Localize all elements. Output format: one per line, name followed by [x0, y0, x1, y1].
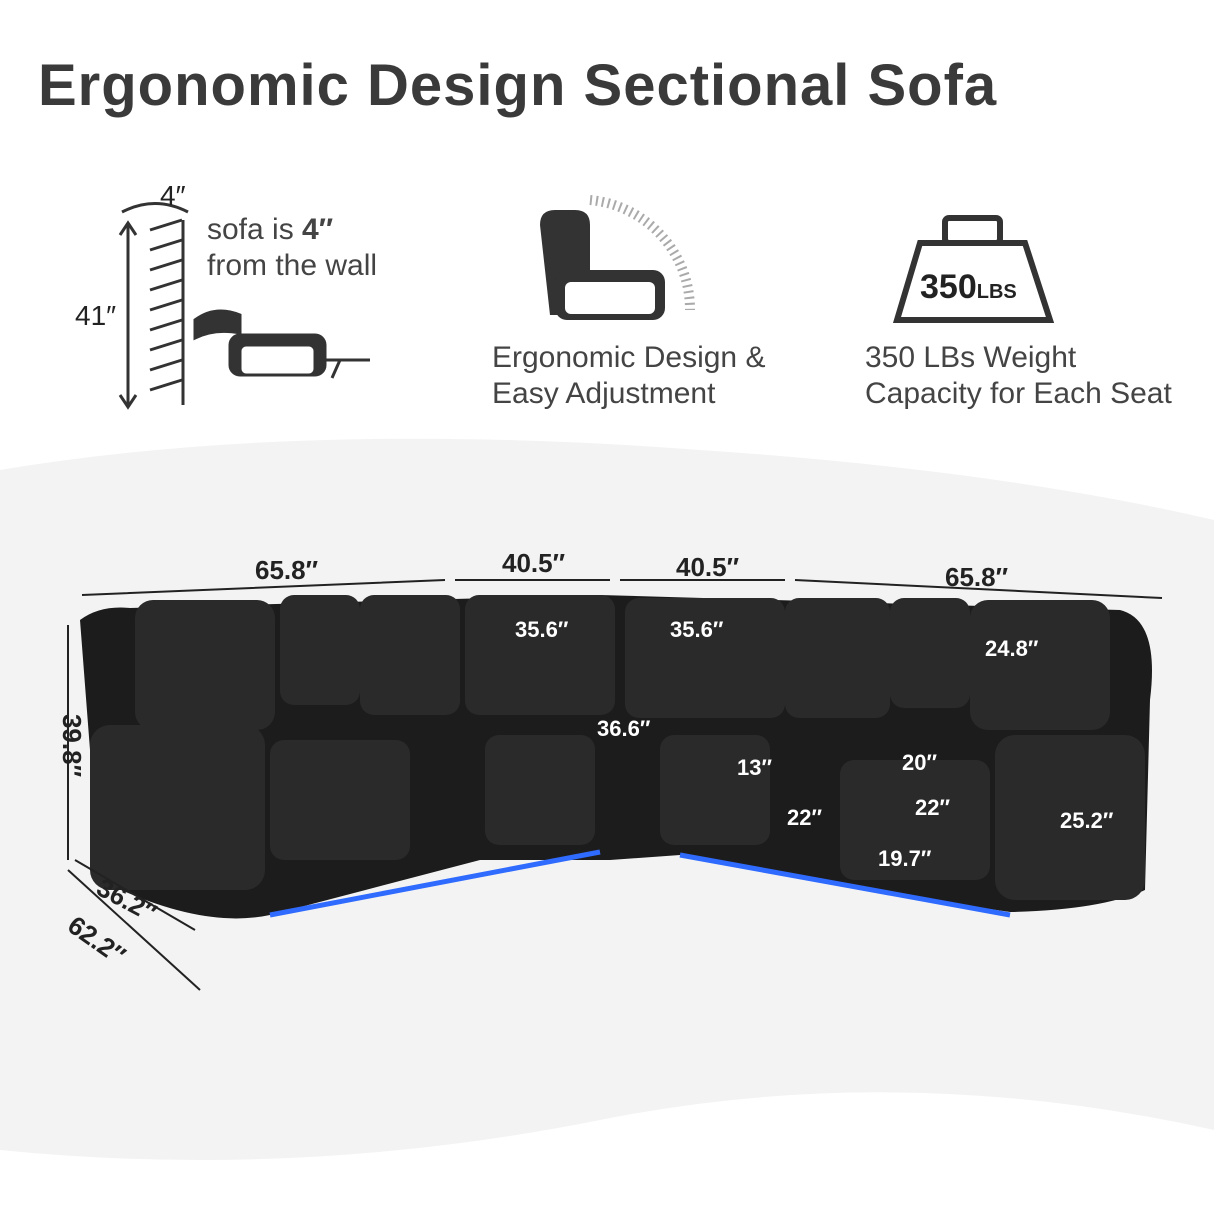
led-strip [269, 849, 1011, 918]
wall-text: sofa is 4″from the wall [207, 212, 377, 284]
weight-line2: Capacity for Each Seat [865, 377, 1172, 410]
wall-text-bold: 4″ [302, 213, 334, 246]
dim-height: 39.8″ [57, 713, 88, 778]
adjust-line2: Easy Adjustment [492, 377, 716, 410]
adjust-line1: Ergonomic Design & [492, 341, 766, 374]
weight-number: 350 [920, 268, 977, 306]
dim-arm-height: 25.2″ [1060, 808, 1114, 833]
dim-back-height: 24.8″ [985, 636, 1039, 661]
dim-back-right: 35.6″ [670, 617, 724, 642]
dim-top-right: 65.8″ [945, 562, 1009, 592]
recline-height-label: 41″ [75, 300, 117, 331]
dim-console-width: 13″ [737, 755, 773, 780]
recliner-adjust-icon [540, 195, 696, 320]
weight-unit: LBS [976, 281, 1017, 303]
dim-seat-width: 22″ [915, 795, 951, 820]
weight-line1: 350 LBs Weight [865, 341, 1077, 374]
dim-console-height: 22″ [787, 805, 823, 830]
wall-text-line2: from the wall [207, 249, 378, 282]
dim-top-mid-right: 40.5″ [676, 552, 740, 582]
dim-seat-height: 19.7″ [878, 846, 932, 871]
recliner-wall-icon [118, 202, 370, 410]
dim-top-left: 65.8″ [255, 555, 319, 585]
dimension-lines [67, 579, 1163, 991]
wall-text-pre: sofa is [207, 213, 303, 246]
wall-gap-label: 4″ [160, 180, 186, 211]
sofa-illustration [80, 595, 1152, 919]
weight-badge: 350LBS [920, 268, 1017, 307]
dim-top-mid-left: 40.5″ [502, 548, 566, 578]
page-title: Ergonomic Design Sectional Sofa [38, 53, 998, 118]
weight-icon [892, 215, 1055, 323]
dim-seat-depth: 20″ [902, 750, 938, 775]
adjust-text: Ergonomic Design &Easy Adjustment [492, 340, 765, 412]
dim-back-left: 35.6″ [515, 617, 569, 642]
dim-corner-seat: 36.6″ [597, 716, 651, 741]
